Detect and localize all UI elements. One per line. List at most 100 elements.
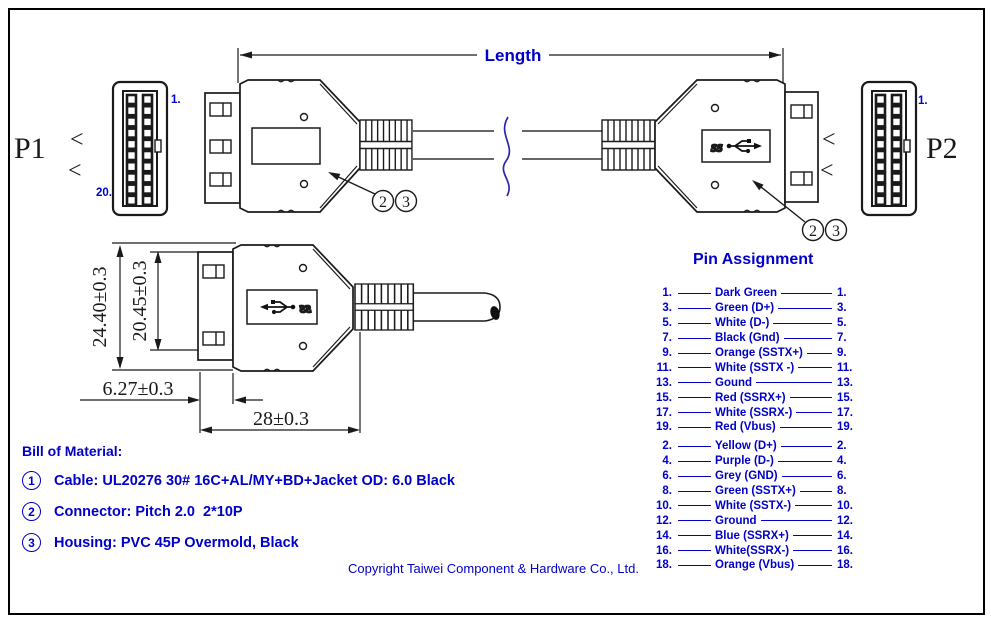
- wire-color-label: Blue (SSRX+): [715, 529, 789, 542]
- side-view: [197, 244, 501, 372]
- wire-line: [678, 292, 711, 294]
- wire-line: [795, 505, 832, 507]
- p2-pin-grid: [874, 93, 903, 207]
- wire-color-label: Grey (GND): [715, 470, 778, 483]
- wire-line: [779, 426, 832, 428]
- p2-pin1-label: 1.: [918, 95, 928, 107]
- callout-2-label: 2: [379, 194, 387, 211]
- bill-of-material-section: Bill of Material: 1 Cable: UL20276 30# 1…: [22, 442, 542, 553]
- wire-color-label: Orange (SSTX+): [715, 347, 803, 359]
- connector-pin: [874, 138, 887, 151]
- pin-row: 12. Ground 12.: [645, 513, 865, 528]
- connector-pin: [141, 138, 154, 151]
- connector-pin: [125, 104, 138, 117]
- pin-number-right: 15.: [837, 391, 853, 404]
- pin-row: 11. White (SSTX -) 11.: [645, 360, 865, 375]
- connector-pin: [890, 116, 903, 128]
- p2-label: P2: [926, 132, 958, 165]
- pin-row: 10. White (SSTX-) 10.: [645, 498, 865, 513]
- connector-pin: [125, 194, 138, 207]
- pin-number-left: 19.: [656, 421, 672, 434]
- pin-row: 8. Green (SSTX+) 8.: [645, 484, 865, 499]
- connector-pin: [890, 149, 903, 162]
- wire-line: [799, 490, 832, 492]
- pin-number-right: 8.: [837, 485, 847, 498]
- bom-item-number: 3: [22, 533, 41, 552]
- pin-assignment-rows: 1. Dark Green 1. 3. Green (D+) 3. 5. Whi…: [645, 286, 865, 573]
- pin-number-left: 9.: [662, 347, 672, 359]
- side-view-dimensions: [80, 242, 361, 434]
- connector-pin: [141, 149, 154, 162]
- bom-item: 1 Cable: UL20276 30# 16C+AL/MY+BD+Jacket…: [22, 470, 542, 491]
- pin-row: 1. Dark Green 1.: [645, 286, 865, 301]
- pin-number-left: 15.: [656, 391, 672, 404]
- pin-number-left: 1.: [662, 287, 672, 300]
- length-dimension: [237, 48, 784, 90]
- pin-row: 19. Red (Vbus) 19.: [645, 420, 865, 435]
- pin-row: 6. Grey (GND) 6.: [645, 469, 865, 484]
- p1-pin20-label: 20.: [96, 187, 112, 199]
- wire-line: [781, 292, 832, 294]
- dim-height-outer: 24.40±0.3: [89, 267, 111, 348]
- pin-number-left: 12.: [656, 514, 672, 527]
- wire-color-label: White(SSRX-): [715, 544, 790, 557]
- wire-line: [678, 475, 711, 477]
- bom-item: 3 Housing: PVC 45P Overmold, Black: [22, 532, 542, 553]
- connector-pin: [874, 116, 887, 128]
- left-callout-2-3: [328, 172, 418, 213]
- p1-pin-grid: [125, 93, 154, 207]
- pin-number-right: 19.: [837, 421, 853, 434]
- connector-pin: [890, 194, 903, 207]
- pin-number-right: 6.: [837, 470, 847, 483]
- wire-line: [778, 307, 832, 309]
- pin-number-left: 14.: [656, 529, 672, 542]
- pin-number-right: 14.: [837, 529, 853, 542]
- wire-line: [780, 445, 832, 447]
- p2-chevron-icon: <: [822, 127, 836, 153]
- connector-pin: [890, 127, 903, 139]
- wire-line: [796, 412, 832, 414]
- pin-number-right: 5.: [837, 317, 847, 330]
- pin-assignment-title: Pin Assignment: [693, 251, 814, 268]
- wire-line: [678, 352, 711, 354]
- wire-color-label: Red (SSRX+): [715, 391, 786, 404]
- pin-number-right: 1.: [837, 287, 847, 300]
- wire-line: [789, 397, 832, 399]
- pin-row: 14. Blue (SSRX+) 14.: [645, 528, 865, 543]
- connector-pin: [874, 127, 887, 139]
- bom-item-number: 2: [22, 502, 41, 521]
- dim-height-inner: 20.45±0.3: [129, 261, 151, 342]
- wire-color-label: Yellow (D+): [715, 440, 777, 453]
- wire-line: [798, 367, 832, 369]
- pin-number-left: 17.: [656, 406, 672, 419]
- wire-line: [678, 337, 711, 339]
- right-connector-top-view: [601, 79, 819, 213]
- wire-color-label: Dark Green: [715, 287, 778, 300]
- connector-pin: [141, 104, 154, 117]
- wire-line: [678, 564, 711, 566]
- right-callout-2-3: [752, 180, 848, 242]
- pin-row: 9. Orange (SSTX+) 9.: [645, 346, 865, 361]
- wire-line: [777, 460, 832, 462]
- connector-pin: [874, 172, 887, 184]
- connector-pin: [125, 183, 138, 195]
- connector-pin: [890, 160, 903, 173]
- pin-number-right: 17.: [837, 406, 853, 419]
- connector-pin: [141, 194, 154, 207]
- wire-line: [678, 412, 711, 414]
- pin-number-left: 2.: [662, 440, 672, 453]
- connector-pin: [125, 116, 138, 128]
- wire-color-label: Purple (D-): [715, 455, 774, 468]
- p1-pin1-label: 1.: [171, 94, 181, 106]
- pin-row: 3. Green (D+) 3.: [645, 301, 865, 316]
- callout-2-label: 2: [809, 223, 817, 240]
- bom-item-text: Connector: Pitch 2.0 2*10P: [54, 503, 243, 520]
- wire-color-label: White (SSTX-): [715, 499, 792, 512]
- pin-row: 17. White (SSRX-) 17.: [645, 405, 865, 420]
- bom-item: 2 Connector: Pitch 2.0 2*10P: [22, 501, 542, 522]
- connector-pin: [141, 127, 154, 139]
- pin-assignment-section: Pin Assignment 1. Dark Green 1. 3. Green…: [645, 250, 865, 573]
- connector-pin: [125, 93, 138, 106]
- wire-color-label: White (D-): [715, 317, 770, 330]
- connector-pin: [890, 183, 903, 195]
